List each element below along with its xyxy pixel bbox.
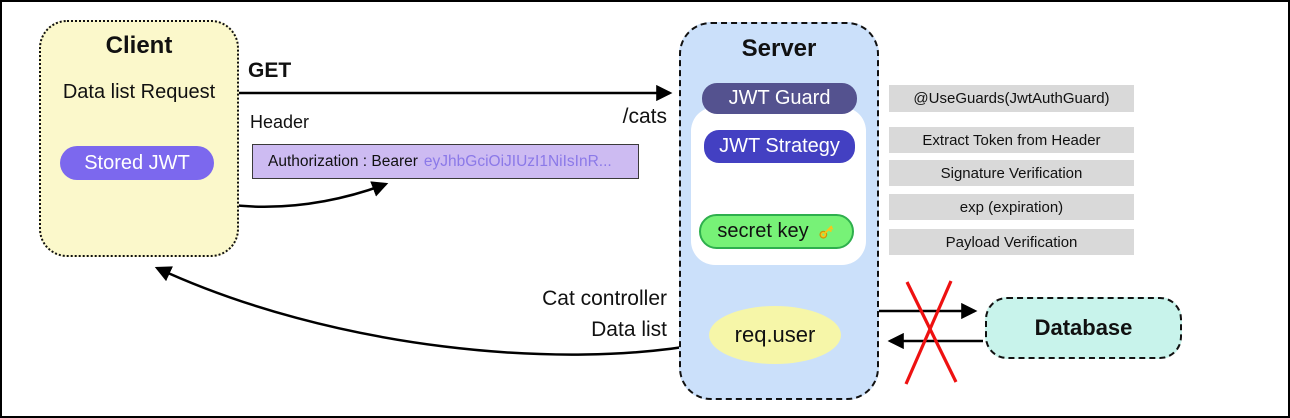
step-label: Extract Token from Header: [922, 131, 1101, 149]
response-line2: Data list: [591, 318, 667, 341]
key-icon: [816, 222, 836, 242]
jwt-strategy-node: JWT Strategy: [704, 130, 855, 163]
jwt-token-value: eyJhbGciOiJIUzI1NiIsInR...: [423, 152, 612, 170]
server-title: Server: [741, 35, 817, 62]
client-node: [39, 20, 239, 257]
step-label: Payload Verification: [945, 233, 1078, 251]
authorization-key: Authorization : Bearer: [268, 152, 418, 170]
verification-step: Payload Verification: [889, 229, 1134, 255]
secret-key-node: secret key: [699, 214, 854, 249]
stored-jwt-label: Stored JWT: [84, 151, 190, 174]
route-path-label: /cats: [622, 105, 667, 128]
step-label: exp (expiration): [959, 198, 1064, 216]
blocked-x-icon: [904, 280, 958, 385]
database-title: Database: [1034, 315, 1133, 340]
response-label: Cat controller Data list: [432, 283, 667, 345]
header-label: Header: [250, 112, 310, 132]
client-subtitle: Data list Request: [62, 81, 216, 103]
http-method-label: GET: [248, 59, 292, 82]
secret-key-label: secret key: [717, 220, 809, 242]
useguards-label: @UseGuards(JwtAuthGuard): [913, 90, 1110, 107]
database-node: Database: [985, 297, 1182, 359]
req-user-label: req.user: [734, 322, 816, 347]
authorization-header-node: Authorization : Bearer eyJhbGciOiJIUzI1N…: [252, 144, 639, 179]
verification-step: Signature Verification: [889, 160, 1134, 186]
step-label: Signature Verification: [940, 164, 1083, 182]
response-line1: Cat controller: [542, 287, 667, 310]
verification-step: Extract Token from Header: [889, 127, 1134, 153]
useguards-annotation: @UseGuards(JwtAuthGuard): [889, 85, 1134, 112]
jwt-guard-label: JWT Guard: [728, 87, 831, 109]
client-title: Client: [105, 32, 173, 59]
stored-jwt-node: Stored JWT: [60, 146, 214, 180]
verification-step: exp (expiration): [889, 194, 1134, 220]
jwt-guard-node: JWT Guard: [702, 83, 857, 114]
jwt-strategy-label: JWT Strategy: [719, 135, 840, 157]
req-user-node: req.user: [709, 306, 841, 364]
